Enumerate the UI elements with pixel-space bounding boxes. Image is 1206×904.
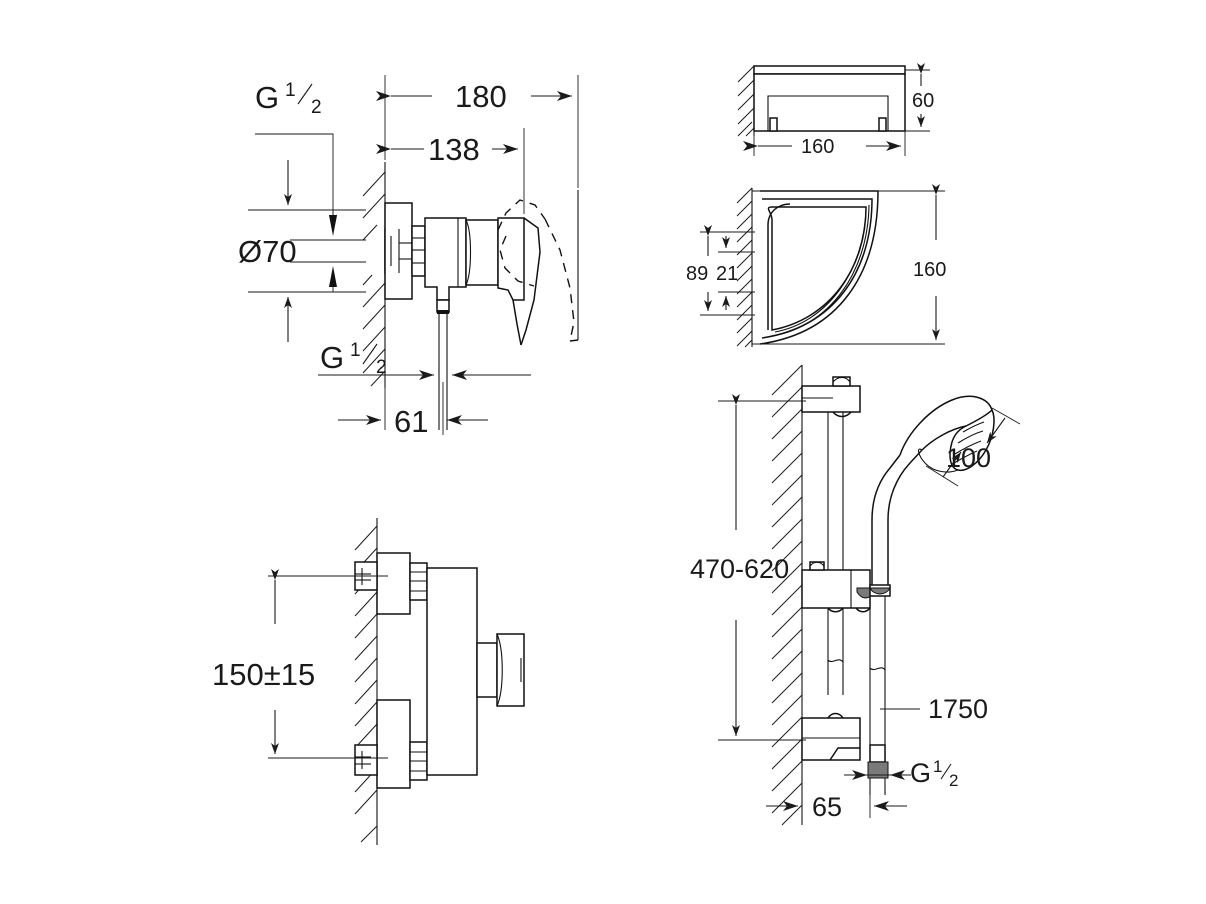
view-mixer-front — [268, 518, 525, 845]
g-half-hose-denominator: 2 — [949, 771, 958, 790]
dim-g-half-inlet — [255, 133, 337, 234]
dim-100 — [925, 407, 1021, 487]
dim-180-label: 180 — [455, 79, 507, 114]
view-shelf-plan — [700, 184, 945, 348]
dim-150pm15-label: 150±15 — [212, 657, 315, 692]
g-half-hose-numerator: 1 — [933, 757, 942, 776]
view-shower-set — [718, 364, 1021, 826]
dim-100-label: 100 — [946, 443, 991, 473]
dim-150pm15 — [268, 569, 388, 759]
g-half-inlet-numerator: 1 — [285, 80, 296, 101]
dim-d70 — [248, 160, 366, 342]
dim-138-label: 138 — [428, 132, 480, 167]
dim-470-620 — [718, 394, 806, 741]
dim-470-620-label: 470-620 — [690, 554, 789, 584]
dim-60 — [905, 63, 930, 132]
dim-60-label: 60 — [912, 90, 934, 112]
wall-hatch-shower-set — [771, 364, 803, 826]
label-g-half-hose: G 1 2 — [910, 757, 958, 790]
wall-hatch-mixer-side — [362, 171, 386, 387]
dim-21-label: 21 — [716, 263, 738, 285]
dim-160-depth-label: 160 — [801, 136, 834, 158]
dim-65 — [766, 780, 907, 818]
dim-21 — [718, 236, 755, 310]
dim-138 — [376, 128, 525, 214]
wall-hatch-shelf-plan — [736, 187, 753, 348]
wall-hatch-mixer-front — [354, 525, 378, 843]
dim-1750-label: 1750 — [928, 694, 988, 724]
dim-89 — [700, 225, 755, 316]
dim-160-depth — [743, 131, 906, 156]
view-mixer-side — [248, 75, 579, 435]
dim-160-overall — [852, 184, 945, 345]
dim-61 — [338, 380, 488, 435]
dim-89-label: 89 — [686, 263, 708, 285]
view-shelf-side — [737, 63, 930, 156]
g-half-hose-letter: G — [910, 758, 931, 788]
wall-hatch-shelf-side — [737, 65, 755, 137]
g-half-outlet-letter: G — [320, 340, 344, 375]
dim-d70-label: Ø70 — [238, 234, 297, 269]
g-half-inlet-letter: G — [255, 80, 279, 115]
label-g-half-outlet: G 1 2 — [320, 340, 387, 378]
g-half-outlet-denominator: 2 — [376, 357, 387, 378]
dim-65-label: 65 — [812, 792, 842, 822]
dim-160-overall-label: 160 — [913, 259, 946, 281]
g-half-outlet-numerator: 1 — [350, 340, 361, 361]
dim-61-label: 61 — [394, 404, 428, 439]
label-g-half-inlet: G 1 2 — [255, 80, 322, 118]
g-half-inlet-denominator: 2 — [311, 97, 322, 118]
